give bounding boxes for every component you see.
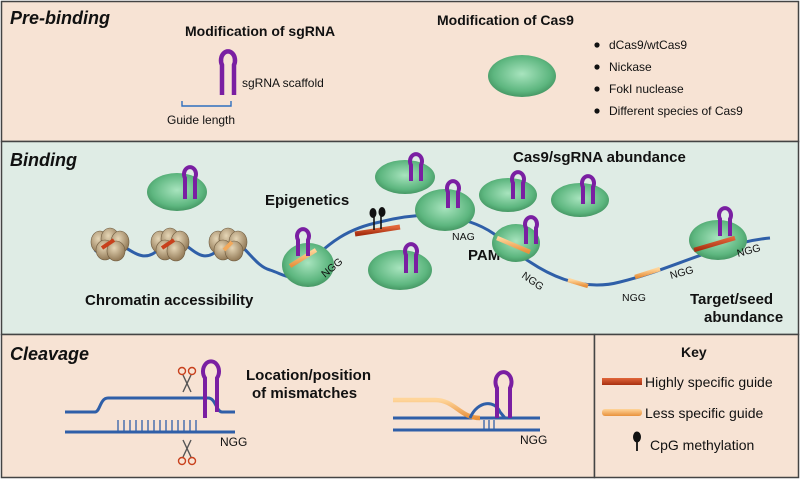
highly-specific-guide-swatch [602, 378, 642, 385]
abundance-label: Cas9/sgRNA abundance [513, 149, 686, 166]
pam-motif-label: NGG [622, 292, 646, 304]
cas9-complex-nag [415, 179, 475, 231]
pam-label: PAM [468, 247, 500, 264]
pam-motif-label: NGG [520, 433, 547, 447]
cleavage-panel: Cleavage [0, 333, 596, 479]
cas9-heading: Modification of Cas9 [437, 12, 574, 28]
target-label-line2: abundance [704, 309, 783, 326]
key-item-cpg: CpG methylation [650, 437, 754, 453]
cas9-complex-bound [492, 215, 540, 262]
sgrna-scaffold-icon [218, 49, 238, 95]
cas9-complex-free [375, 152, 435, 194]
scissors-icon [177, 439, 197, 466]
mismatch-label-line1: Location/position [246, 367, 371, 384]
nucleosome-icon [90, 227, 130, 262]
cas9-complex-bound [282, 227, 334, 287]
off-target-site [634, 266, 661, 280]
mismatch-label-line2: of mismatches [252, 385, 357, 402]
scissors-icon [177, 366, 197, 393]
nucleosome-icon [150, 227, 190, 262]
cleavage-title: Cleavage [10, 344, 89, 364]
cas9-complex-bound [689, 206, 747, 260]
key-panel: Key Highly specific guide Less specific … [593, 333, 800, 479]
pam-motif-label: NGG [736, 242, 762, 260]
prebinding-title: Pre-binding [10, 8, 110, 28]
pam-motif-label: NGG [669, 264, 695, 282]
cpg-methylation-icon [369, 207, 386, 230]
target-label-line1: Target/seed [690, 291, 773, 308]
cas9-option: Nickase [609, 60, 652, 74]
prebinding-panel: Pre-binding Modification of sgRNA Modifi… [0, 0, 800, 143]
less-specific-guide-swatch [602, 409, 642, 416]
guide-length-bracket [181, 101, 232, 107]
cas9-options-list: dCas9/wtCas9 Nickase FokI nuclease Diffe… [594, 38, 743, 118]
cas9-protein-icon [488, 55, 556, 97]
cas9-complex-free [551, 174, 609, 217]
cas9-option: Different species of Cas9 [609, 104, 743, 118]
nucleosome-icon [208, 227, 248, 262]
cas9-complex-free [368, 242, 432, 290]
key-item-less-specific: Less specific guide [645, 405, 764, 421]
binding-panel: Binding NGG Epigenetics [0, 140, 800, 336]
cas9-option: FokI nuclease [609, 82, 684, 96]
cleavage-duplex-left: NGG [65, 359, 247, 466]
pam-motif-label: NAG [452, 231, 475, 243]
sgrna-diagram: sgRNA scaffold Guide length [167, 49, 324, 127]
sgrna-heading: Modification of sgRNA [185, 23, 335, 39]
cas9-complex-free [147, 165, 207, 211]
scaffold-label: sgRNA scaffold [242, 76, 324, 90]
cas9-option: dCas9/wtCas9 [609, 38, 687, 52]
cpg-methylation-icon [633, 431, 641, 451]
cleavage-duplex-right: NGG [393, 370, 547, 447]
binding-title: Binding [10, 150, 77, 170]
off-target-site [567, 277, 589, 289]
guide-length-label: Guide length [167, 113, 235, 127]
key-title: Key [681, 344, 707, 360]
chromatin-label: Chromatin accessibility [85, 292, 254, 309]
cas9-complex-free [479, 170, 537, 212]
epigenetics-label: Epigenetics [265, 192, 349, 209]
key-item-highly-specific: Highly specific guide [645, 374, 773, 390]
methylated-target [354, 224, 401, 237]
pam-motif-label: NGG [220, 435, 247, 449]
